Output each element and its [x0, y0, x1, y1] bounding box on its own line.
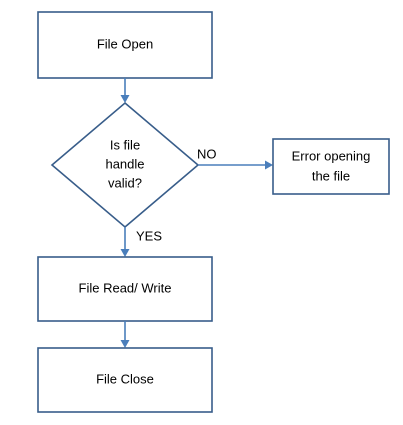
file-open-label: File Open: [97, 36, 153, 51]
file-open-node: File Open: [37, 11, 213, 79]
decision-label-line3: valid?: [108, 175, 142, 190]
yes-edge-label: YES: [136, 228, 162, 243]
arrow-decision-to-error: [198, 160, 273, 170]
error-box: [272, 138, 390, 195]
decision-label-line2: handle: [105, 156, 144, 171]
read-write-node: File Read/ Write: [37, 256, 213, 322]
file-close-box: [37, 347, 213, 413]
arrowhead-down: [120, 95, 130, 103]
decision-label-line1: Is file: [110, 137, 140, 152]
no-edge-label: NO: [197, 146, 217, 161]
arrowhead-down: [120, 340, 130, 348]
arrowhead-right: [265, 160, 273, 170]
error-node: Error opening the file: [272, 138, 390, 195]
arrowhead-down: [120, 249, 130, 257]
arrow-readwrite-to-close: [120, 321, 130, 348]
arrow-decision-to-readwrite: [120, 227, 130, 257]
file-close-label: File Close: [96, 371, 154, 386]
read-write-label: File Read/ Write: [79, 280, 172, 295]
file-close-node: File Close: [37, 347, 213, 413]
error-label-line1: Error opening: [292, 148, 371, 163]
arrow-open-to-decision: [120, 78, 130, 103]
read-write-box: [37, 256, 213, 322]
decision-node: Is file handle valid?: [50, 101, 200, 229]
error-label-line2: the file: [312, 168, 350, 183]
file-open-box: [37, 11, 213, 79]
